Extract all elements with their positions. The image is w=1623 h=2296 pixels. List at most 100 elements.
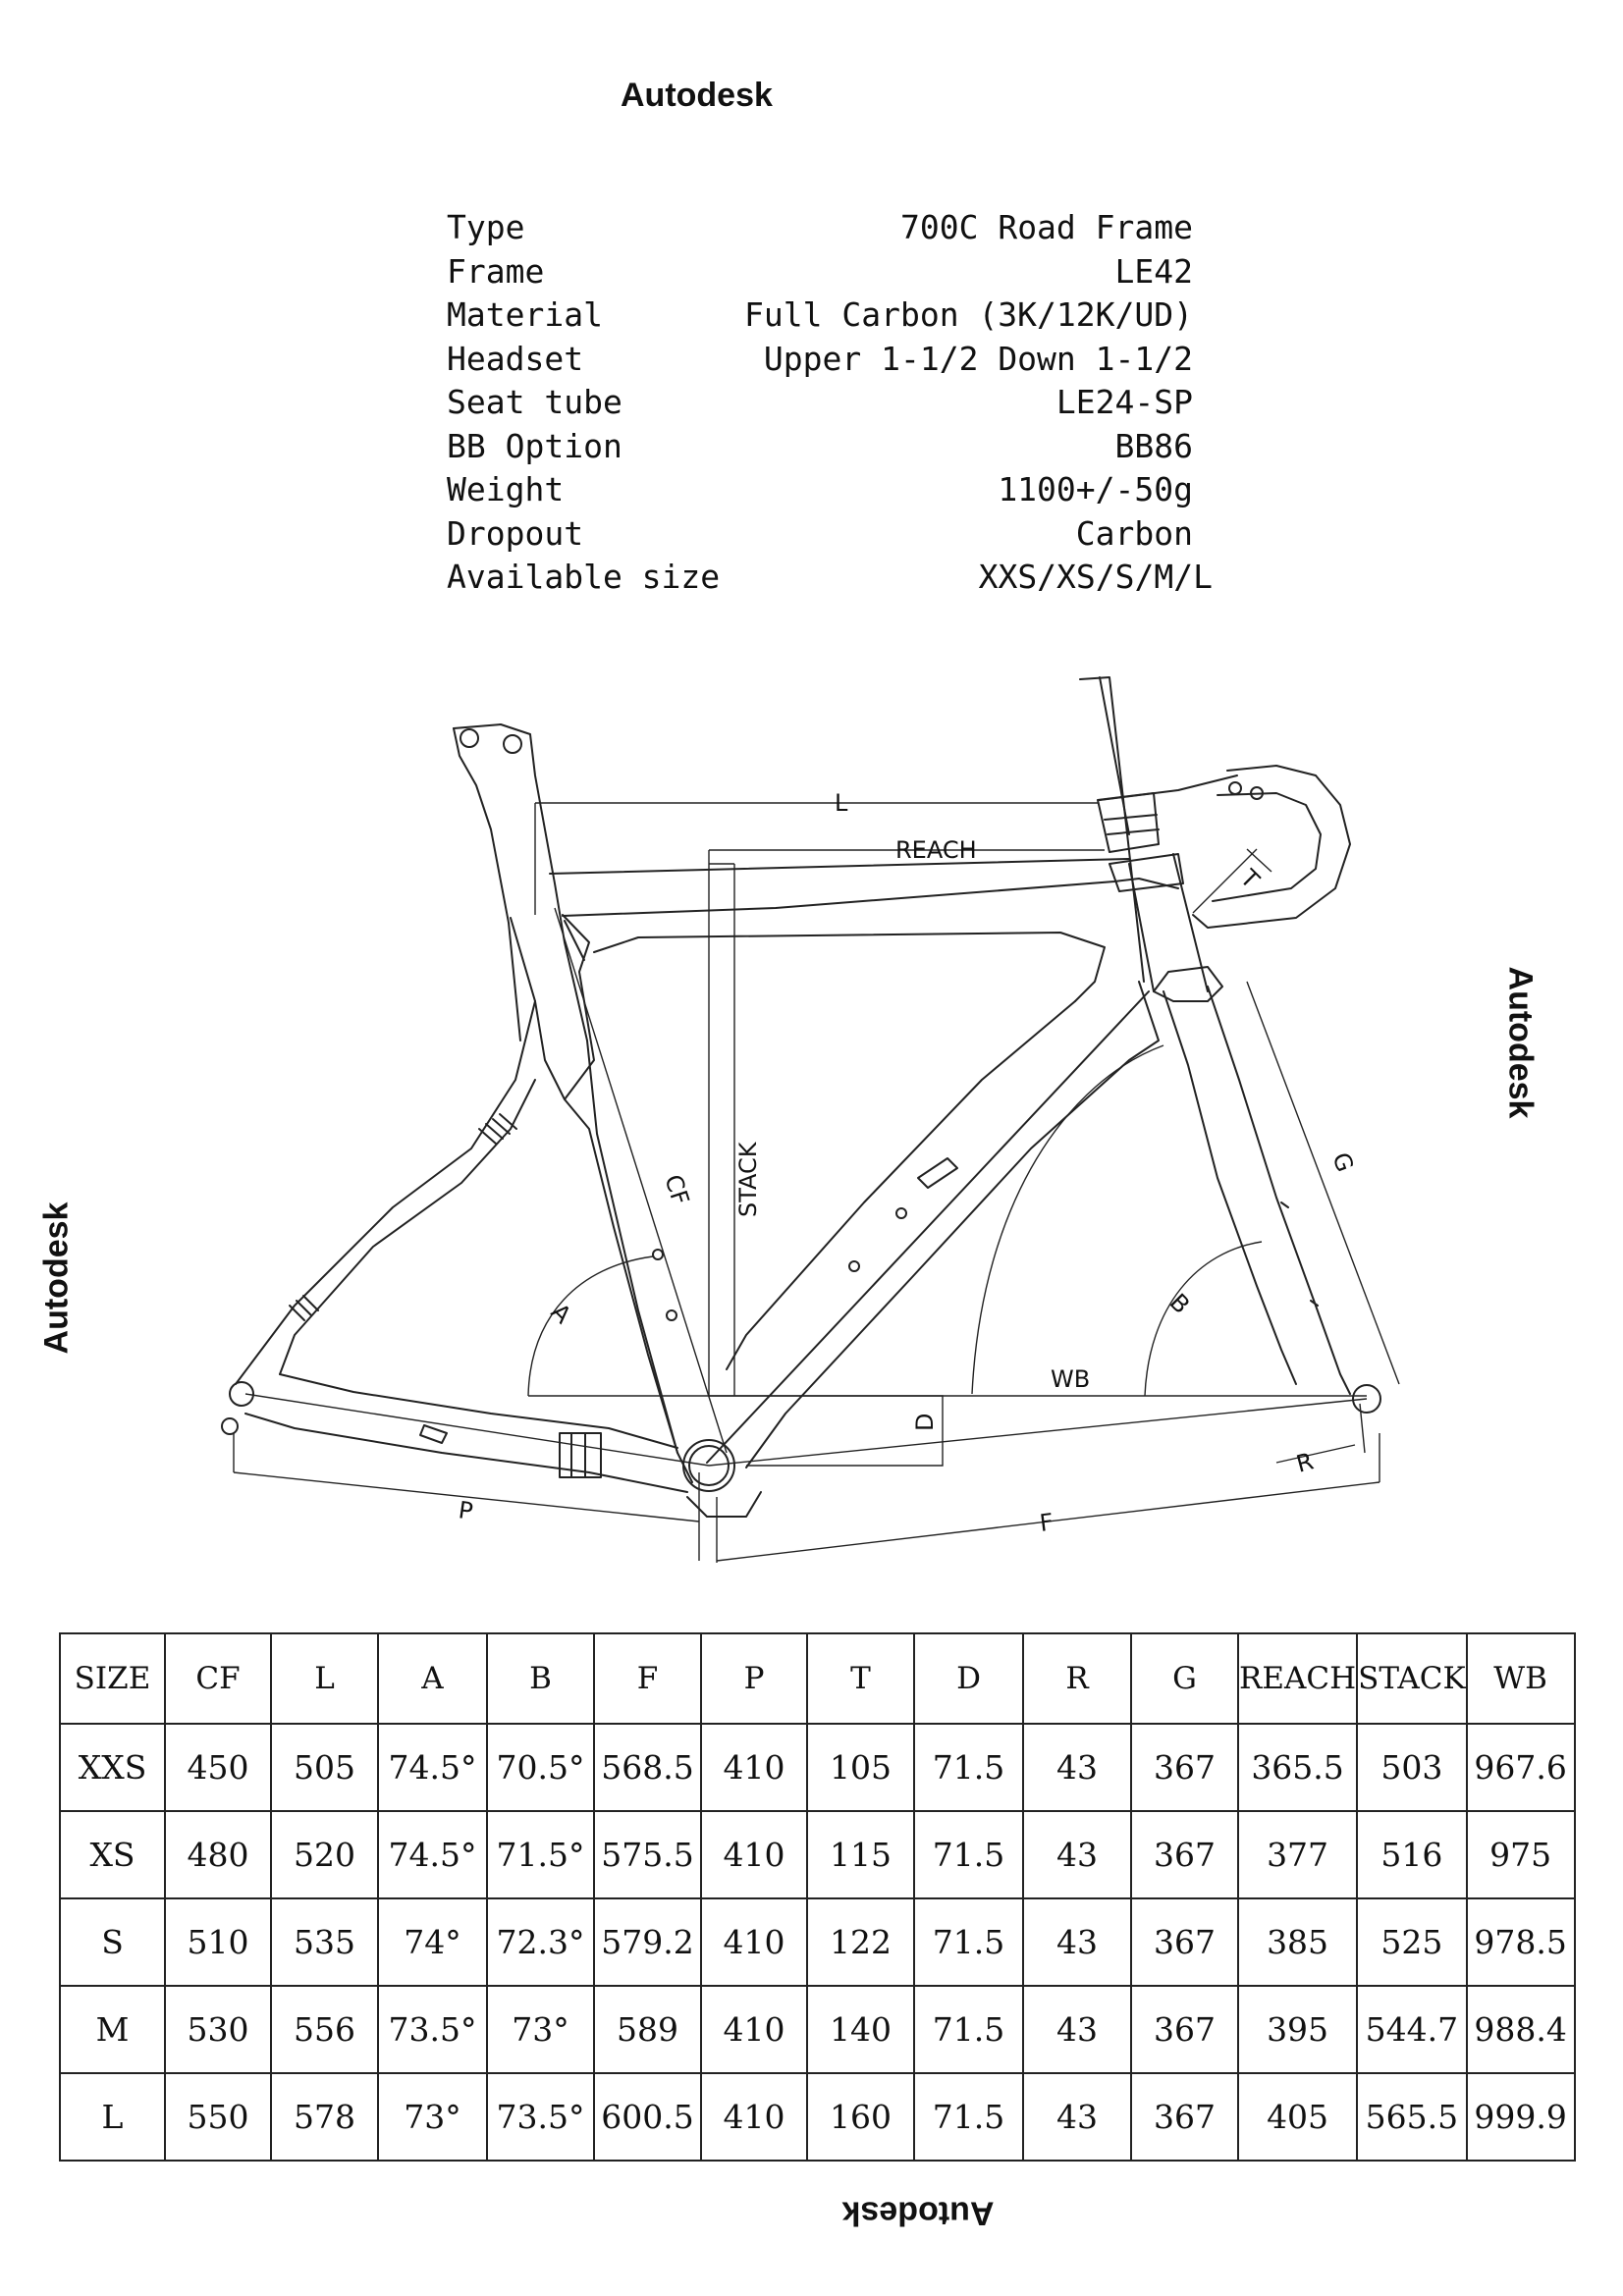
table-cell: 450	[164, 1723, 272, 1812]
spec-label: Type	[447, 208, 525, 246]
spec-label: Frame	[447, 251, 545, 291]
table-header-cell: R	[1022, 1632, 1132, 1725]
table-cell: 480	[164, 1810, 272, 1899]
table-header-cell: SIZE	[59, 1632, 166, 1725]
table-header-cell: D	[913, 1632, 1024, 1725]
table-cell: 367	[1130, 1897, 1239, 1987]
spec-value: 700C Road Frame	[899, 208, 1193, 246]
chainstay-cable-guide	[289, 1295, 319, 1321]
frame-geometry-diagram: L REACH STACK CF A B T G WB D R P F	[221, 676, 1400, 1563]
table-cell: 43	[1022, 1723, 1132, 1812]
spec-label: BB Option	[447, 426, 622, 465]
top-tube-upper	[562, 878, 1179, 917]
seatstay-cable-guide	[478, 1113, 517, 1145]
table-cell: 410	[700, 1985, 808, 2074]
table-cell: 367	[1130, 2072, 1239, 2162]
table-cell: XS	[59, 1810, 166, 1899]
table-cell: 71.5°	[486, 1810, 595, 1899]
angle-b-arc	[1144, 1241, 1263, 1397]
seat-tube-insert	[562, 914, 595, 1100]
seat-tube-taper	[564, 920, 585, 961]
table-cell: 72.3°	[486, 1897, 595, 1987]
table-row: S 510 535 74° 72.3° 579.2 410 122 71.5 4…	[59, 1897, 1576, 1987]
table-cell: 975	[1465, 1810, 1576, 1899]
table-cell: 978.5	[1465, 1897, 1576, 1987]
spec-row-weight: Weight 1100+/-50g	[447, 468, 1193, 512]
spec-row-dropout: Dropout Carbon	[447, 512, 1193, 557]
down-tube-upper	[726, 1000, 1076, 1370]
table-cell: 503	[1356, 1723, 1468, 1812]
table-cell: 73.5°	[377, 1985, 488, 2074]
wb-arc	[971, 1044, 1164, 1395]
table-cell: XXS	[59, 1723, 166, 1812]
table-cell: 395	[1236, 1985, 1359, 2074]
table-cell: 589	[593, 1985, 702, 2074]
table-cell: 516	[1356, 1810, 1468, 1899]
dim-line-p	[233, 1433, 700, 1561]
fork-crown	[1153, 966, 1223, 1002]
table-header-cell: T	[806, 1632, 915, 1725]
dim-line-g	[1246, 981, 1400, 1385]
table-cell: 385	[1236, 1897, 1359, 1987]
table-cell: 43	[1022, 1810, 1132, 1899]
seattube-boss-1	[652, 1249, 664, 1260]
seattube-boss-2	[666, 1309, 677, 1321]
handlebar-bolt-2	[1250, 786, 1264, 800]
bottom-bracket-shell	[686, 1491, 762, 1518]
table-cell: 575.5	[593, 1810, 702, 1899]
table-cell: 367	[1130, 1985, 1239, 2074]
label-l: L	[835, 789, 848, 817]
label-r: R	[1293, 1447, 1316, 1477]
spec-value: XXS/XS/S/M/L	[978, 558, 1213, 596]
label-a: A	[546, 1298, 577, 1329]
spec-label: Dropout	[447, 513, 584, 553]
table-cell: 70.5°	[486, 1723, 595, 1812]
handlebar-drop	[1192, 765, 1351, 929]
label-t: T	[1234, 864, 1265, 894]
table-cell: 73°	[486, 1985, 595, 2074]
rear-axle	[229, 1381, 254, 1407]
spec-row-bb-option: BB Option BB86	[447, 425, 1193, 469]
bottom-bracket	[682, 1439, 735, 1492]
table-header-cell: P	[700, 1632, 808, 1725]
table-cell: 544.7	[1356, 1985, 1468, 2074]
table-header-cell: CF	[164, 1632, 272, 1725]
spec-label: Seat tube	[447, 383, 622, 421]
table-row: XXS 450 505 74.5° 70.5° 568.5 410 105 71…	[59, 1723, 1576, 1812]
seatpost-outline	[453, 723, 693, 1483]
label-wb: WB	[1051, 1365, 1090, 1393]
dropout-link	[419, 1424, 448, 1444]
chainstay-lower	[244, 1413, 688, 1493]
table-cell: 410	[700, 2072, 808, 2162]
spec-label: Available size	[447, 558, 721, 596]
spec-row-headset: Headset Upper 1-1/2 Down 1-1/2	[447, 338, 1193, 382]
bottom-bracket-inner	[688, 1445, 730, 1486]
front-axle	[1352, 1384, 1381, 1414]
table-cell: 600.5	[593, 2072, 702, 2162]
label-reach: REACH	[895, 836, 977, 864]
bottle-boss-2	[848, 1260, 860, 1272]
table-row: L 550 578 73° 73.5° 600.5 410 160 71.5 4…	[59, 2072, 1576, 2162]
spec-value: Carbon	[1075, 513, 1193, 553]
label-stack: STACK	[734, 1141, 762, 1217]
table-cell: 988.4	[1465, 1985, 1576, 2074]
seatpost-bolt-hole-2	[503, 734, 522, 754]
table-header-cell: A	[377, 1632, 488, 1725]
table-cell: 535	[270, 1897, 379, 1987]
table-cell: 377	[1236, 1810, 1359, 1899]
table-cell: 160	[806, 2072, 915, 2162]
chainstay-detail	[559, 1432, 602, 1478]
dim-line-f	[716, 1433, 1380, 1563]
dim-line-fc	[708, 1398, 1368, 1467]
table-cell: 556	[270, 1985, 379, 2074]
spec-label: Headset	[447, 339, 584, 378]
spec-label: Weight	[447, 470, 565, 508]
seatpost-bolt-hole-1	[460, 728, 479, 748]
spec-value: Upper 1-1/2 Down 1-1/2	[763, 339, 1193, 378]
table-cell: 74.5°	[377, 1723, 488, 1812]
seatstay-lower	[279, 1079, 536, 1375]
table-cell: 74.5°	[377, 1810, 488, 1899]
table-cell: 530	[164, 1985, 272, 2074]
table-cell: 71.5	[913, 1810, 1024, 1899]
spec-row-seat-tube: Seat tube LE24-SP	[447, 381, 1193, 425]
